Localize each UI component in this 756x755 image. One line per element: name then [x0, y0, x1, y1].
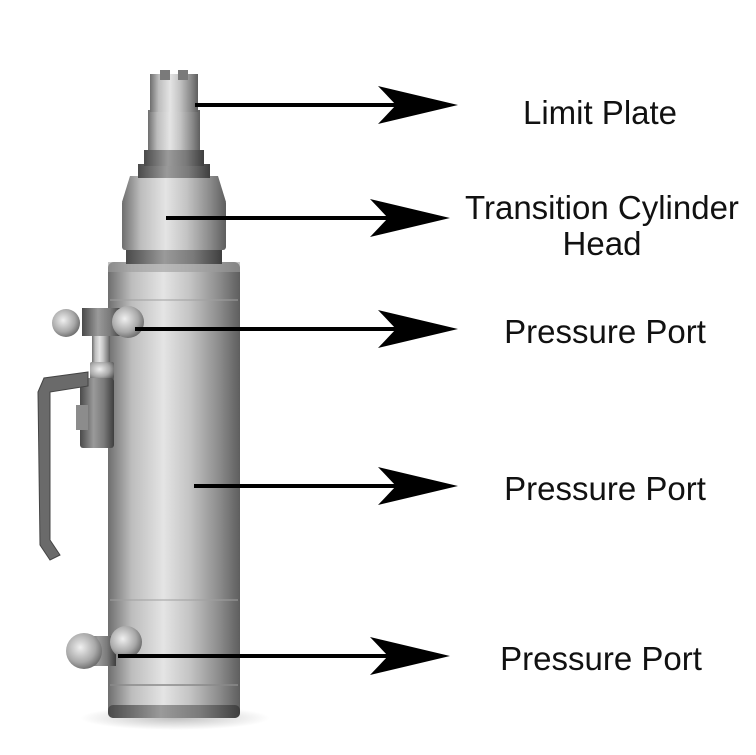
cylinder-body: [108, 262, 240, 718]
arrow-limit-plate: [195, 86, 458, 124]
label-pressure-port-1: Pressure Port: [504, 313, 706, 350]
label-limit-plate: Limit Plate: [522, 94, 678, 131]
label-pressure-port-3: Pressure Port: [500, 640, 702, 677]
lower-fitting: [66, 626, 142, 669]
arrow-pressure-port-3: [118, 637, 450, 675]
label-transition-line1: Transition Cylinder: [465, 189, 739, 226]
label-transition-line2: Head: [562, 225, 642, 262]
arrows: [118, 86, 458, 675]
label-pressure-port-2: Pressure Port: [504, 470, 706, 507]
transition-cylinder-head: [122, 164, 226, 264]
label-transition-cylinder-head: Transition Cylinder Head: [452, 190, 752, 262]
limit-plate: [144, 70, 204, 166]
arrow-transition-head: [166, 199, 450, 237]
arrow-pressure-port-2: [194, 467, 458, 505]
arrow-pressure-port-1: [135, 310, 458, 348]
upper-fitting: [52, 306, 144, 380]
valve-handle: [37, 371, 114, 561]
